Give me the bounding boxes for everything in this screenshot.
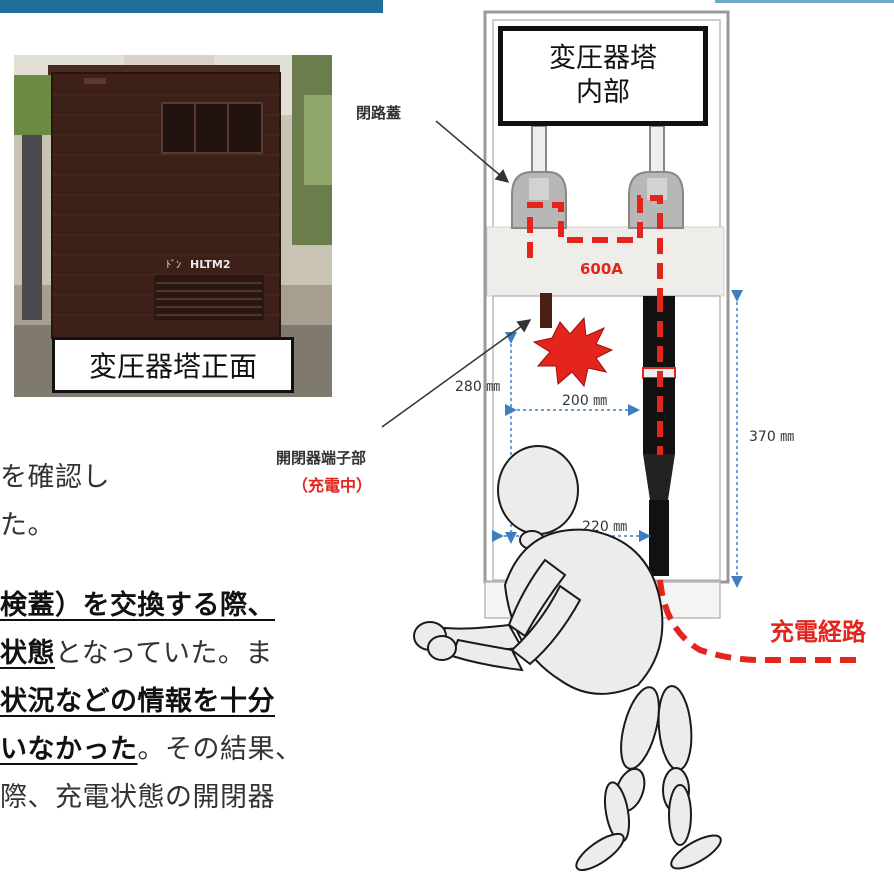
tower-interior-label: 変圧器塔 内部 [498,26,708,126]
lid-label: 閉路蓋 [356,104,402,122]
photo-model-label: HLTM2 [190,258,231,271]
switch-terminal [540,293,552,328]
current-label: 600A [580,260,623,278]
header-bar [0,0,383,13]
tower-label-line-2: 内部 [576,77,630,108]
body-text-line-6: いなかった。その結果、 [0,727,303,766]
photo-logo: ﾄﾞﾝ [166,259,181,271]
terminal-status-label: （充電中） [292,476,373,495]
body-text-line-6-rest: 。その結果、 [137,734,303,765]
spark-icon [532,316,614,388]
header-bar-right [715,0,894,3]
body-text-line-5: 状況などの情報を十分 [0,686,275,717]
body-text-line-2: た。 [0,510,55,541]
body-text-line-4-bold: 状態 [0,638,55,669]
leader-arrows [381,120,532,428]
dim-220-label: 220 ㎜ [582,519,628,535]
dim-200-label: 200 ㎜ [562,393,608,409]
body-text-line-3: 検蓋）を交換する際、 [0,590,275,621]
body-text-line-1: を確認し [0,462,110,493]
body-text-line-7: 際、充電状態の開閉器 [0,782,275,813]
worker-figure [413,445,722,872]
dim-370-label: 370 ㎜ [749,429,795,445]
terminal-label: 開閉器端子部 [276,449,367,467]
body-text-line-6-bold: いなかった [0,734,138,765]
photo-caption: 変圧器塔正面 [52,337,294,393]
charging-route [527,195,860,663]
charging-route-label: 充電経路 [770,618,866,646]
tower-label-line-1: 変圧器塔 [549,43,657,74]
body-text-line-4-rest: となっていた。ま [55,638,273,669]
dim-280-label: 280 ㎜ [455,379,501,395]
body-text-line-4: 状態となっていた。ま [0,631,273,670]
